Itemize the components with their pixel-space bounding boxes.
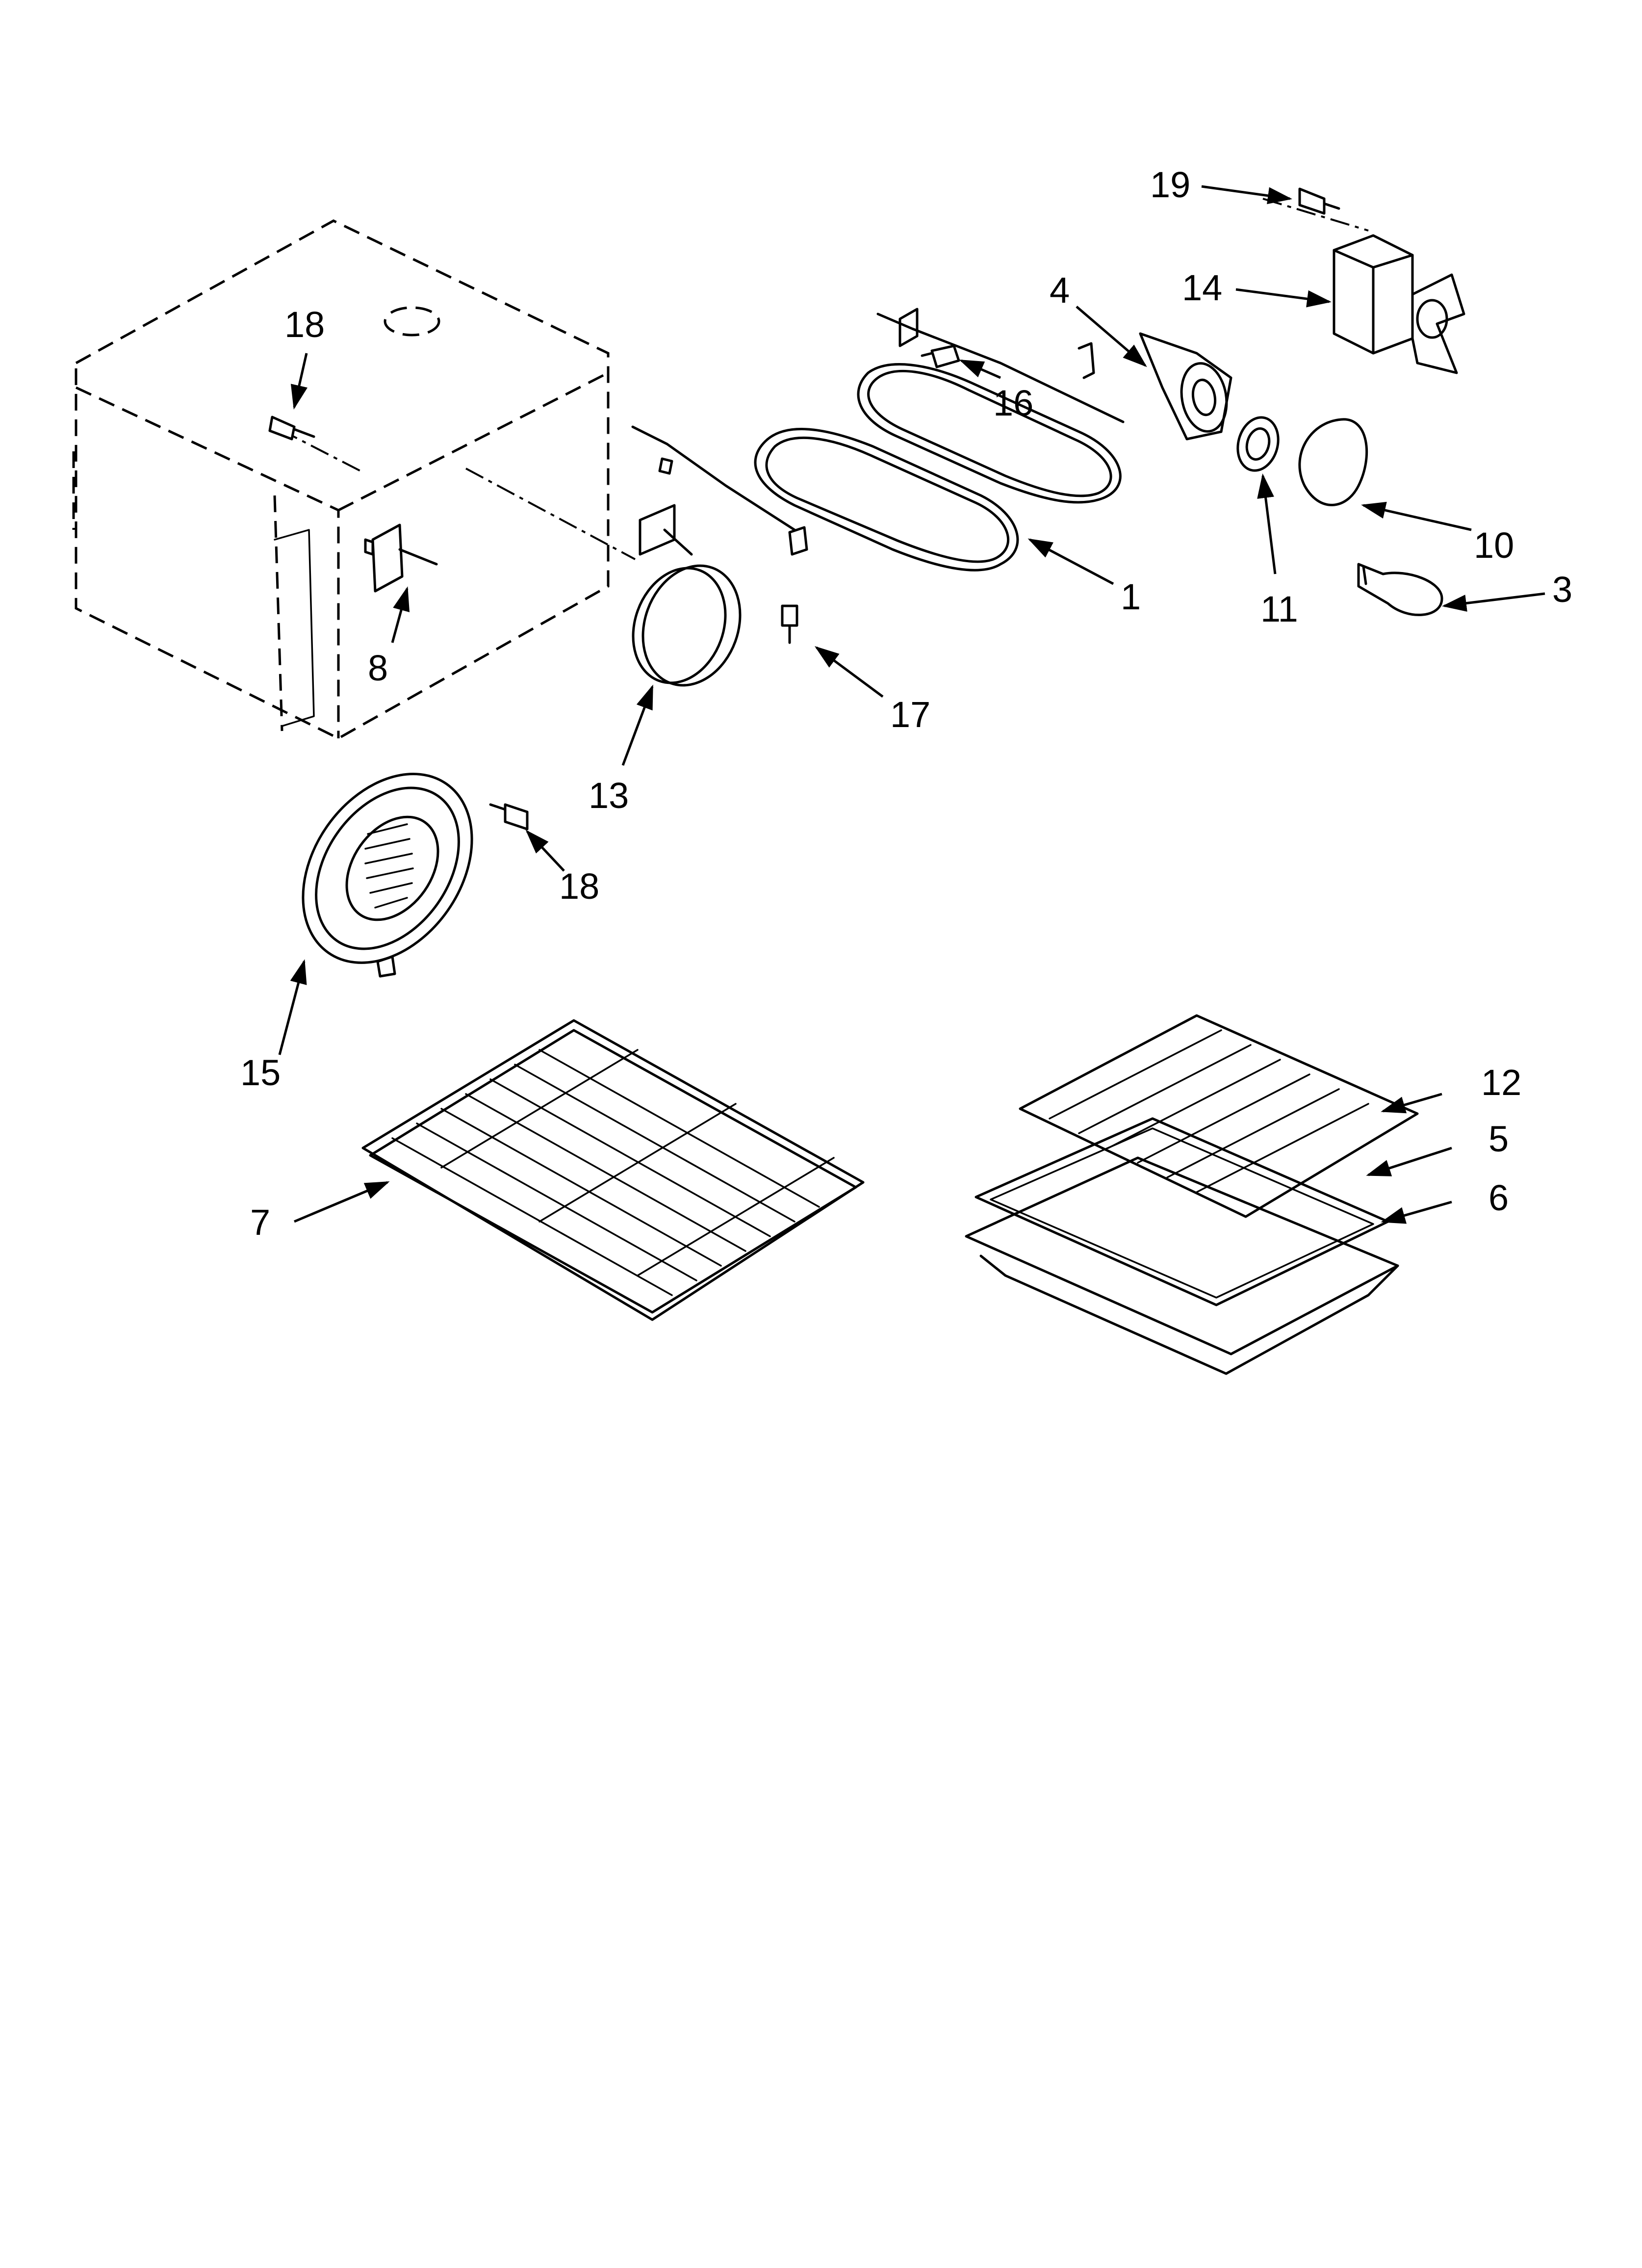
- part-11-gasket-inner: [1245, 427, 1271, 461]
- screw-19: [1298, 187, 1340, 215]
- part-1-broil-element: [631, 308, 1125, 572]
- part-3-bulb: [1357, 563, 1443, 616]
- callout-15: 15: [240, 1052, 281, 1093]
- callout-18-bottom: 18: [559, 866, 600, 907]
- callout-4: 4: [1050, 270, 1070, 311]
- guide-line: [465, 468, 636, 560]
- part-4-socket: [1139, 332, 1232, 441]
- part-13-ring: [632, 504, 742, 687]
- part-10-lens: [1298, 418, 1368, 506]
- part-11-gasket: [1236, 416, 1280, 472]
- part-15-cover: [302, 773, 473, 978]
- screw-18-top: [268, 416, 315, 441]
- part-5-pan-insert: [975, 1117, 1389, 1306]
- screw-18-bottom: [489, 803, 529, 831]
- part-8-bracket: [364, 523, 438, 593]
- callout-11: 11: [1260, 589, 1298, 629]
- callout-17: 17: [890, 694, 931, 735]
- part-14-fan-motor: [1333, 234, 1465, 374]
- callout-3: 3: [1552, 569, 1573, 610]
- callout-12: 12: [1481, 1062, 1522, 1103]
- callout-8: 8: [368, 648, 388, 688]
- callout-14: 14: [1182, 267, 1223, 308]
- part-6-pan: [965, 1156, 1399, 1375]
- part-7-rack: [361, 1019, 865, 1321]
- callout-18-top: 18: [284, 304, 325, 345]
- callout-1: 1: [1121, 576, 1141, 617]
- callout-16: 16: [993, 383, 1034, 423]
- callout-6: 6: [1488, 1177, 1509, 1218]
- callout-7: 7: [250, 1202, 271, 1243]
- callout-19: 19: [1150, 164, 1191, 205]
- callout-13: 13: [589, 775, 629, 816]
- callout-5: 5: [1488, 1119, 1509, 1159]
- oven-cavity-outline: [72, 219, 610, 740]
- screw-17: [781, 604, 798, 644]
- leader-arrows: [278, 185, 1545, 1224]
- part-12-grid: [1019, 1014, 1419, 1218]
- callout-10: 10: [1474, 525, 1514, 566]
- screw-16: [921, 344, 960, 368]
